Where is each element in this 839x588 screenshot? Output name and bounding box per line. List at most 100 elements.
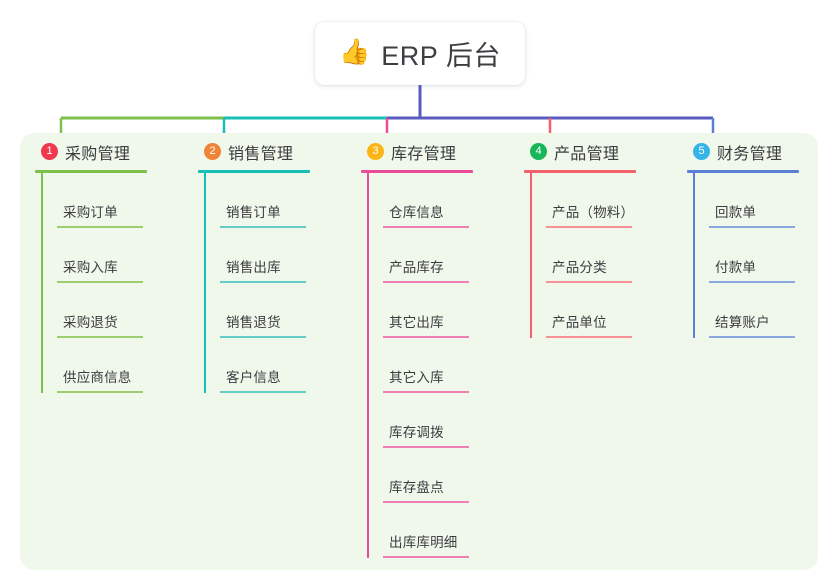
- tree-leaf-rule: [383, 556, 469, 558]
- root-node-content: 👍 ERP 后台: [339, 34, 501, 73]
- tree-leaf-label: 结算账户: [715, 315, 770, 331]
- column-number-badge: 3: [367, 143, 384, 160]
- tree-leaf-label: 其它入库: [389, 370, 444, 386]
- tree-leaf-item[interactable]: 采购订单: [41, 173, 183, 228]
- tree-leaf-item[interactable]: 回款单: [693, 173, 835, 228]
- tree-leaf-label: 客户信息: [226, 370, 281, 386]
- tree-leaf-rule: [57, 226, 143, 228]
- column-number-badge: 5: [693, 143, 710, 160]
- tree-leaf-item[interactable]: 库存盘点: [367, 448, 509, 503]
- tree-spine: [204, 173, 206, 393]
- tree-leaf-rule: [220, 226, 306, 228]
- column-header-rule: [361, 170, 473, 173]
- tree-leaf-rule: [220, 281, 306, 283]
- tree-leaf-label: 库存盘点: [389, 480, 444, 496]
- column-number-badge: 4: [530, 143, 547, 160]
- column-header-1[interactable]: 1 采购管理: [35, 133, 183, 170]
- tree-leaf-label: 产品（物料）: [552, 205, 635, 221]
- tree-leaf-item[interactable]: 库存调拨: [367, 393, 509, 448]
- tree-leaf-label: 销售出库: [226, 260, 281, 276]
- column-tree: 回款单付款单结算账户: [693, 173, 835, 338]
- tree-leaf-label: 采购入库: [63, 260, 118, 276]
- tree-leaf-label: 产品分类: [552, 260, 607, 276]
- tree-leaf-rule: [709, 226, 795, 228]
- tree-leaf-item[interactable]: 客户信息: [204, 338, 346, 393]
- tree-leaf-rule: [220, 336, 306, 338]
- column-title: 财务管理: [717, 145, 783, 163]
- tree-leaf-item[interactable]: 供应商信息: [41, 338, 183, 393]
- tree-leaf-label: 仓库信息: [389, 205, 444, 221]
- tree-leaf-rule: [57, 336, 143, 338]
- tree-leaf-item[interactable]: 销售退货: [204, 283, 346, 338]
- column-header-5[interactable]: 5 财务管理: [687, 133, 835, 170]
- tree-leaf-item[interactable]: 其它入库: [367, 338, 509, 393]
- root-node-card[interactable]: 👍 ERP 后台: [315, 22, 525, 85]
- tree-leaf-item[interactable]: 采购退货: [41, 283, 183, 338]
- columns-container: 1 采购管理采购订单采购入库采购退货供应商信息 2 销售管理销售订单销售出库销售退货客…: [20, 133, 818, 570]
- column-title: 销售管理: [228, 145, 294, 163]
- column-2: 2 销售管理销售订单销售出库销售退货客户信息: [183, 133, 346, 570]
- column-tree: 产品（物料） 产品分类产品单位: [530, 173, 672, 338]
- thumbs-up-icon: 👍: [339, 38, 371, 66]
- tree-leaf-rule: [57, 281, 143, 283]
- tree-leaf-label: 库存调拨: [389, 425, 444, 441]
- column-header-4[interactable]: 4 产品管理: [524, 133, 672, 170]
- tree-leaf-label: 产品库存: [389, 260, 444, 276]
- tree-leaf-rule: [546, 281, 632, 283]
- tree-leaf-item[interactable]: 销售出库: [204, 228, 346, 283]
- tree-leaf-label: 出库库明细: [389, 535, 458, 551]
- column-title: 采购管理: [65, 145, 131, 163]
- tree-leaf-rule: [383, 226, 469, 228]
- column-header-rule: [198, 170, 310, 173]
- column-1: 1 采购管理采购订单采购入库采购退货供应商信息: [20, 133, 183, 570]
- tree-leaf-rule: [383, 336, 469, 338]
- column-header-rule: [524, 170, 636, 173]
- tree-leaf-item[interactable]: 其它出库: [367, 283, 509, 338]
- tree-leaf-item[interactable]: 付款单: [693, 228, 835, 283]
- tree-leaf-item[interactable]: 采购入库: [41, 228, 183, 283]
- column-tree: 销售订单销售出库销售退货客户信息: [204, 173, 346, 393]
- tree-leaf-rule: [546, 336, 632, 338]
- tree-leaf-rule: [383, 501, 469, 503]
- column-tree: 仓库信息产品库存其它出库其它入库库存调拨库存盘点出库库明细: [367, 173, 509, 558]
- tree-leaf-label: 采购订单: [63, 205, 118, 221]
- tree-leaf-label: 产品单位: [552, 315, 607, 331]
- column-header-2[interactable]: 2 销售管理: [198, 133, 346, 170]
- tree-spine: [530, 173, 532, 338]
- tree-spine: [41, 173, 43, 393]
- tree-leaf-rule: [709, 281, 795, 283]
- column-title: 产品管理: [554, 145, 620, 163]
- tree-leaf-label: 销售退货: [226, 315, 281, 331]
- tree-leaf-item[interactable]: 销售订单: [204, 173, 346, 228]
- tree-leaf-label: 其它出库: [389, 315, 444, 331]
- column-number-badge: 2: [204, 143, 221, 160]
- column-header-rule: [687, 170, 799, 173]
- column-header-rule: [35, 170, 147, 173]
- tree-leaf-label: 供应商信息: [63, 370, 132, 386]
- tree-leaf-item[interactable]: 结算账户: [693, 283, 835, 338]
- tree-leaf-item[interactable]: 产品（物料）: [530, 173, 672, 228]
- column-tree: 采购订单采购入库采购退货供应商信息: [41, 173, 183, 393]
- tree-leaf-item[interactable]: 产品单位: [530, 283, 672, 338]
- tree-leaf-label: 销售订单: [226, 205, 281, 221]
- diagram-panel-background: [20, 133, 818, 570]
- tree-leaf-item[interactable]: 仓库信息: [367, 173, 509, 228]
- tree-leaf-item[interactable]: 产品分类: [530, 228, 672, 283]
- tree-leaf-label: 回款单: [715, 205, 757, 221]
- tree-leaf-item[interactable]: 出库库明细: [367, 503, 509, 558]
- column-4: 4 产品管理产品（物料） 产品分类产品单位: [509, 133, 672, 570]
- tree-leaf-rule: [220, 391, 306, 393]
- tree-leaf-rule: [383, 391, 469, 393]
- column-number-badge: 1: [41, 143, 58, 160]
- column-5: 5 财务管理回款单付款单结算账户: [672, 133, 835, 570]
- tree-spine: [693, 173, 695, 338]
- tree-leaf-rule: [546, 226, 632, 228]
- tree-leaf-item[interactable]: 产品库存: [367, 228, 509, 283]
- tree-leaf-label: 付款单: [715, 260, 757, 276]
- tree-leaf-rule: [383, 446, 469, 448]
- root-node-title: ERP 后台: [381, 41, 501, 71]
- tree-leaf-rule: [383, 281, 469, 283]
